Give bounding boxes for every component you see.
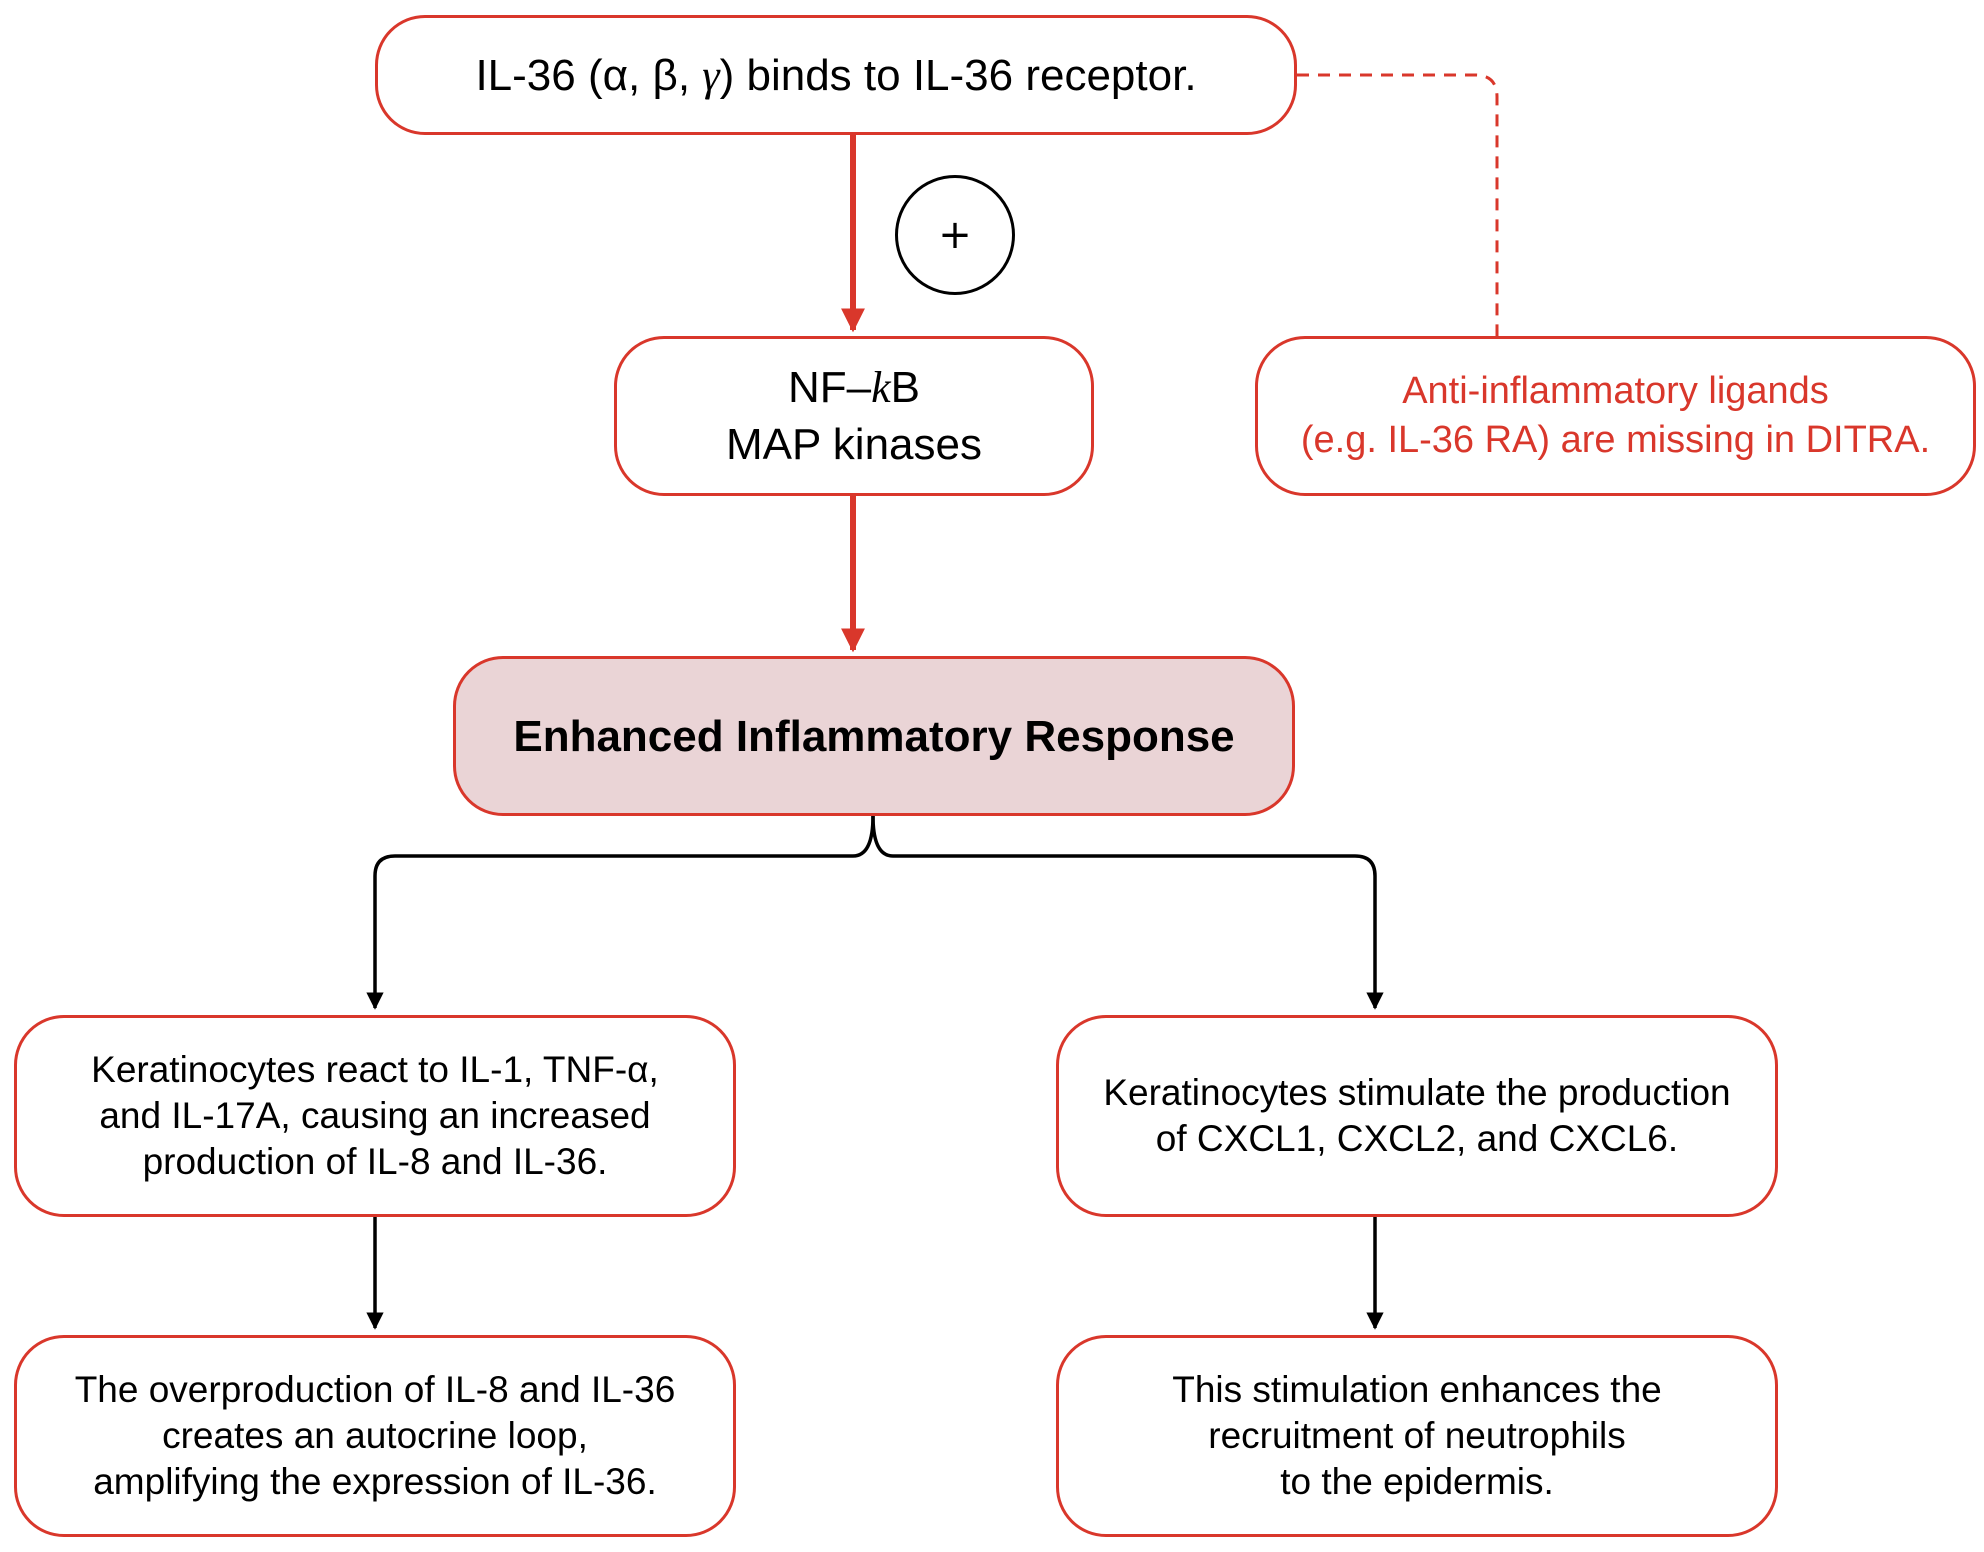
node-right2-line: recruitment of neutrophils	[1208, 1414, 1626, 1456]
node-right2-line: to the epidermis.	[1280, 1461, 1554, 1503]
node-left2-line: amplifying the expression of IL-36.	[93, 1461, 657, 1503]
node-keratinocytes-stimulate: Keratinocytes stimulate the production o…	[1056, 1015, 1778, 1217]
node-nfkb-suffix: B	[890, 362, 920, 412]
node-neutrophil-recruitment: This stimulation enhances the recruitmen…	[1056, 1335, 1778, 1537]
node-left1-line: production of IL-8 and IL-36.	[142, 1141, 608, 1183]
node-nfkb-map-kinases: NF–kB MAP kinases	[614, 336, 1094, 496]
node-left1-line: and IL-17A, causing an increased	[99, 1094, 651, 1136]
plus-sign: +	[938, 212, 972, 258]
node-anti-line2: (e.g. IL-36 RA) are missing in DITRA.	[1300, 419, 1931, 461]
node-top-suffix: ) binds to IL-36 receptor.	[719, 50, 1197, 100]
node-keratinocytes-react: Keratinocytes react to IL-1, TNF-α, and …	[14, 1015, 736, 1217]
node-right1-line: Keratinocytes stimulate the production	[1103, 1071, 1731, 1113]
node-left2-line: The overproduction of IL-8 and IL-36	[74, 1368, 676, 1410]
node-left2-line: creates an autocrine loop,	[162, 1414, 588, 1456]
node-top-prefix: IL-36 (α, β,	[475, 50, 703, 100]
node-enhanced-inflammatory-response: Enhanced Inflammatory Response	[453, 656, 1295, 816]
node-left1-line: Keratinocytes react to IL-1, TNF-α,	[91, 1048, 659, 1090]
node-anti-inflammatory-ligands: Anti-inflammatory ligands (e.g. IL-36 RA…	[1255, 336, 1976, 496]
node-anti-line1: Anti-inflammatory ligands	[1402, 369, 1829, 412]
brace-split-connector-right	[871, 815, 1384, 1010]
brace-split-connector	[366, 815, 875, 1010]
node-right2-line: This stimulation enhances the	[1172, 1368, 1662, 1410]
node-autocrine-loop: The overproduction of IL-8 and IL-36 cre…	[14, 1335, 736, 1537]
node-top-gamma: γ	[702, 50, 720, 100]
node-response-label: Enhanced Inflammatory Response	[513, 711, 1235, 761]
node-nfkb-line2: MAP kinases	[726, 420, 982, 469]
node-nfkb-prefix: NF–	[787, 362, 872, 412]
node-nfkb-line1: NF–kB	[726, 359, 982, 416]
node-il36-binds-receptor-text: IL-36 (α, β, γ) binds to IL-36 receptor.	[475, 48, 1196, 103]
positive-regulation-icon: +	[895, 175, 1015, 295]
node-right1-line: of CXCL1, CXCL2, and CXCL6.	[1155, 1118, 1679, 1159]
dashed-link-top-to-anti	[1297, 73, 1499, 336]
node-il36-binds-receptor: IL-36 (α, β, γ) binds to IL-36 receptor.	[375, 15, 1297, 135]
node-nfkb-kappa: k	[871, 362, 891, 412]
